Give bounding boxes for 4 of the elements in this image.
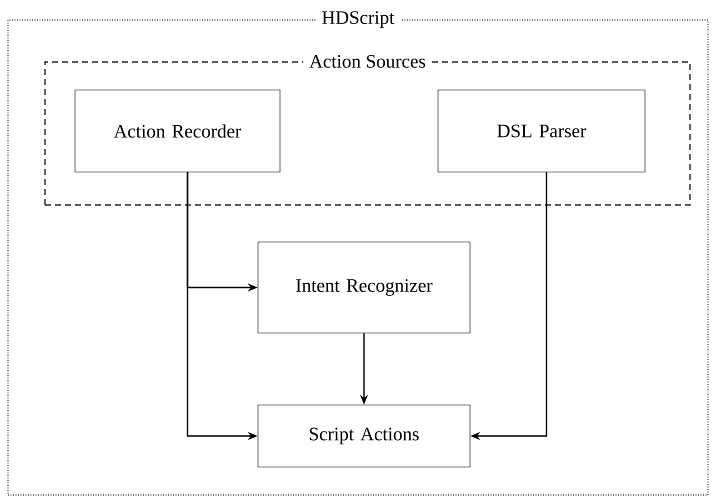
process-box: DSL Parser <box>438 90 646 172</box>
process-box: Action Recorder <box>74 90 280 172</box>
process-box: Intent Recognizer <box>258 242 470 334</box>
process-box: Script Actions <box>258 404 470 468</box>
